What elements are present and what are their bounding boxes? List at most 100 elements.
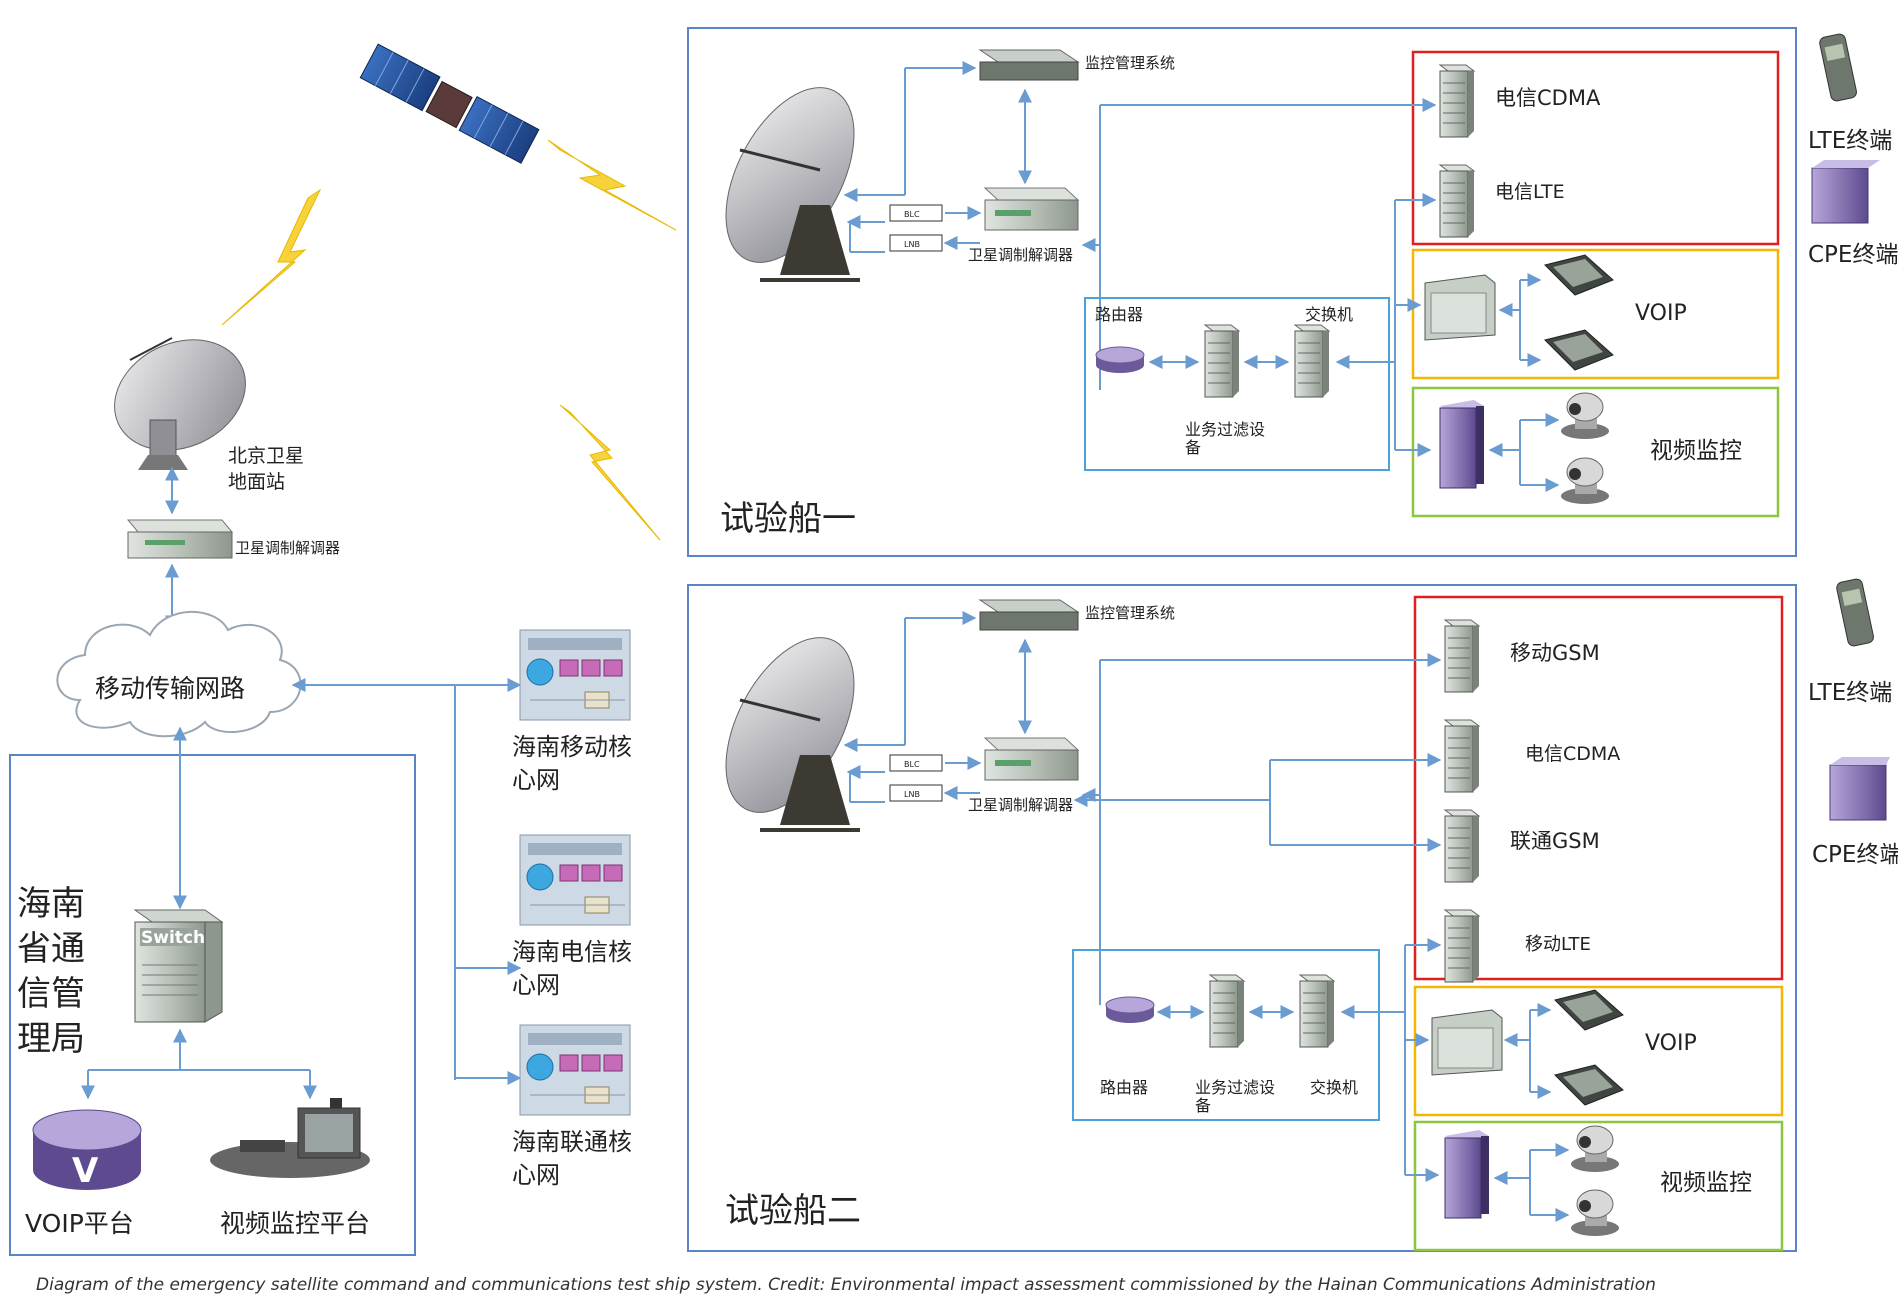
bureau-label-line: 理局 — [17, 1019, 85, 1059]
satellite-modem-icon — [126, 519, 234, 559]
ship2-subnet — [1072, 949, 1380, 1121]
ship2-monitoring-system-icon — [978, 599, 1080, 631]
ship2-voip-label: VOIP — [1645, 1031, 1697, 1056]
ship2-video-server-icon — [1444, 1130, 1489, 1219]
ship1-telecom-group — [1411, 50, 1780, 246]
cloud-label: 移动传输网路 — [95, 674, 245, 703]
ship1-lte-server-icon — [1438, 164, 1476, 238]
ship2-content: 监控管理系统卫星调制解调器BLCLNB移动GSM电信CDMA联通GSM移动LTE… — [725, 599, 1752, 1236]
left-modem-label: 卫星调制解调器 — [235, 539, 340, 557]
ship1-subnet — [1084, 297, 1390, 471]
cpe-terminal-label-1: CPE终端 — [1808, 242, 1898, 268]
ship2-filter-icon — [1208, 974, 1246, 1048]
ship2-ip-phone-icon — [1554, 989, 1624, 1031]
ship1-satellite-modem-icon — [983, 187, 1080, 231]
ship1-monitoring-label: 监控管理系统 — [1085, 54, 1175, 72]
ship1-camera-icon — [1561, 392, 1609, 439]
ship1-video-group — [1411, 386, 1780, 518]
ship2-camera-icon — [1571, 1125, 1619, 1172]
ship1-title: 试验船一 — [720, 499, 856, 539]
ship2-lnb-box — [889, 784, 943, 802]
ship1-router-icon — [1095, 346, 1145, 373]
ground-station-dish-icon — [114, 337, 246, 470]
ship1-switch-icon — [1293, 324, 1331, 398]
ship2-blc-box — [889, 754, 943, 772]
ship1-lnb-label: LNB — [904, 240, 920, 249]
ship2-video-label: 视频监控 — [1660, 1170, 1752, 1196]
ship1-lte-label: 电信LTE — [1495, 181, 1565, 203]
beijing-station-label-line2: 地面站 — [228, 471, 285, 493]
ship1-voip-label: VOIP — [1635, 301, 1687, 326]
ship1-modem-label: 卫星调制解调器 — [968, 246, 1073, 264]
ship1-lnb-box — [889, 234, 943, 252]
bureau-label-line: 信管 — [17, 974, 85, 1014]
lte-terminal-icon — [1836, 578, 1874, 647]
lte-terminal-icon — [1819, 33, 1857, 102]
ship1-content: 监控管理系统卫星调制解调器BLCLNB电信CDMA电信LTE路由器业务过滤设备交… — [725, 49, 1742, 504]
core-network-icon — [519, 629, 631, 721]
cpe-terminal-icon — [1829, 757, 1890, 821]
ship1-camera-icon — [1561, 457, 1609, 504]
ship2-voip-gateway-icon — [1431, 1009, 1503, 1076]
lightning-bolt-icon — [547, 139, 677, 231]
bureau-switch-text: Switch — [141, 928, 205, 948]
ship1-blc-box — [889, 204, 943, 222]
ship1-video-server-icon — [1439, 400, 1484, 489]
ship2-monitoring-label: 监控管理系统 — [1085, 604, 1175, 622]
ship1-filter-label: 业务过滤设备 — [1185, 420, 1265, 457]
ship2-switch-label: 交换机 — [1310, 1078, 1358, 1097]
lightning-bolt-icon — [221, 188, 322, 326]
ship2-router-label: 路由器 — [1100, 1078, 1148, 1097]
ship2-voip-group — [1413, 985, 1784, 1117]
ship1-panel — [687, 27, 1797, 557]
cpe-terminal-icon — [1811, 160, 1880, 224]
ship2-blc-label: BLC — [904, 760, 920, 769]
ship1-voip-gateway-icon — [1424, 274, 1496, 341]
core-network-label: 海南移动核心网 — [512, 733, 632, 794]
ship1-filter-icon — [1203, 324, 1241, 398]
beijing-station-label-line1: 北京卫星 — [228, 445, 304, 467]
ship2-satellite-modem-icon — [983, 737, 1080, 781]
bureau-label-line: 省通 — [17, 929, 85, 969]
ship2-satellite-dish-icon — [725, 637, 860, 832]
mobile-transport-network-cloud — [56, 610, 302, 738]
ship2-video-group — [1413, 1120, 1784, 1252]
video-monitoring-platform-icon — [210, 1098, 370, 1178]
ship2-gsm-unicom-label: 联通GSM — [1510, 829, 1600, 853]
ship2-gsm-unicom-server-icon — [1443, 809, 1481, 883]
bureau-switch-icon — [133, 909, 224, 1023]
ship2-cdma-label: 电信CDMA — [1525, 743, 1620, 765]
ship1-satellite-dish-icon — [725, 87, 860, 282]
satellite-icon — [359, 43, 540, 164]
core-network-label: 海南电信核心网 — [512, 938, 632, 999]
ship2-lte-mobile-server-icon — [1443, 909, 1481, 983]
ship2-lte-mobile-label: 移动LTE — [1525, 934, 1591, 955]
lte-terminal-label-2: LTE终端 — [1808, 680, 1892, 706]
figure-caption: Diagram of the emergency satellite comma… — [36, 1275, 1656, 1295]
ship2-cdma-server-icon — [1443, 719, 1481, 793]
ship2-telecom-group — [1413, 595, 1784, 981]
core-network-icon — [519, 834, 631, 926]
core-network-label: 海南联通核心网 — [512, 1128, 632, 1189]
ship2-router-icon — [1105, 996, 1155, 1023]
ship1-ip-phone-icon — [1544, 329, 1614, 371]
ship2-title: 试验船二 — [725, 1191, 861, 1231]
video-platform-label: 视频监控平台 — [220, 1209, 370, 1238]
core-network-icon — [519, 1024, 631, 1116]
ship2-modem-label: 卫星调制解调器 — [968, 796, 1073, 814]
ship2-gsm-mobile-server-icon — [1443, 619, 1481, 693]
ship2-panel — [687, 584, 1797, 1252]
ship2-filter-label: 业务过滤设备 — [1195, 1078, 1275, 1115]
ship1-cdma-server-icon — [1438, 64, 1476, 138]
bureau-panel — [9, 754, 416, 1256]
cpe-terminal-label-2: CPE终端 — [1812, 842, 1898, 868]
ship1-router-label: 路由器 — [1095, 305, 1143, 324]
lightning-bolt-icon — [559, 404, 661, 541]
voip-platform-router-icon: V — [32, 1109, 142, 1191]
ship2-switch-icon — [1298, 974, 1336, 1048]
svg-text:V: V — [72, 1151, 99, 1191]
voip-platform-label: VOIP平台 — [25, 1209, 134, 1238]
ship2-camera-icon — [1571, 1189, 1619, 1236]
